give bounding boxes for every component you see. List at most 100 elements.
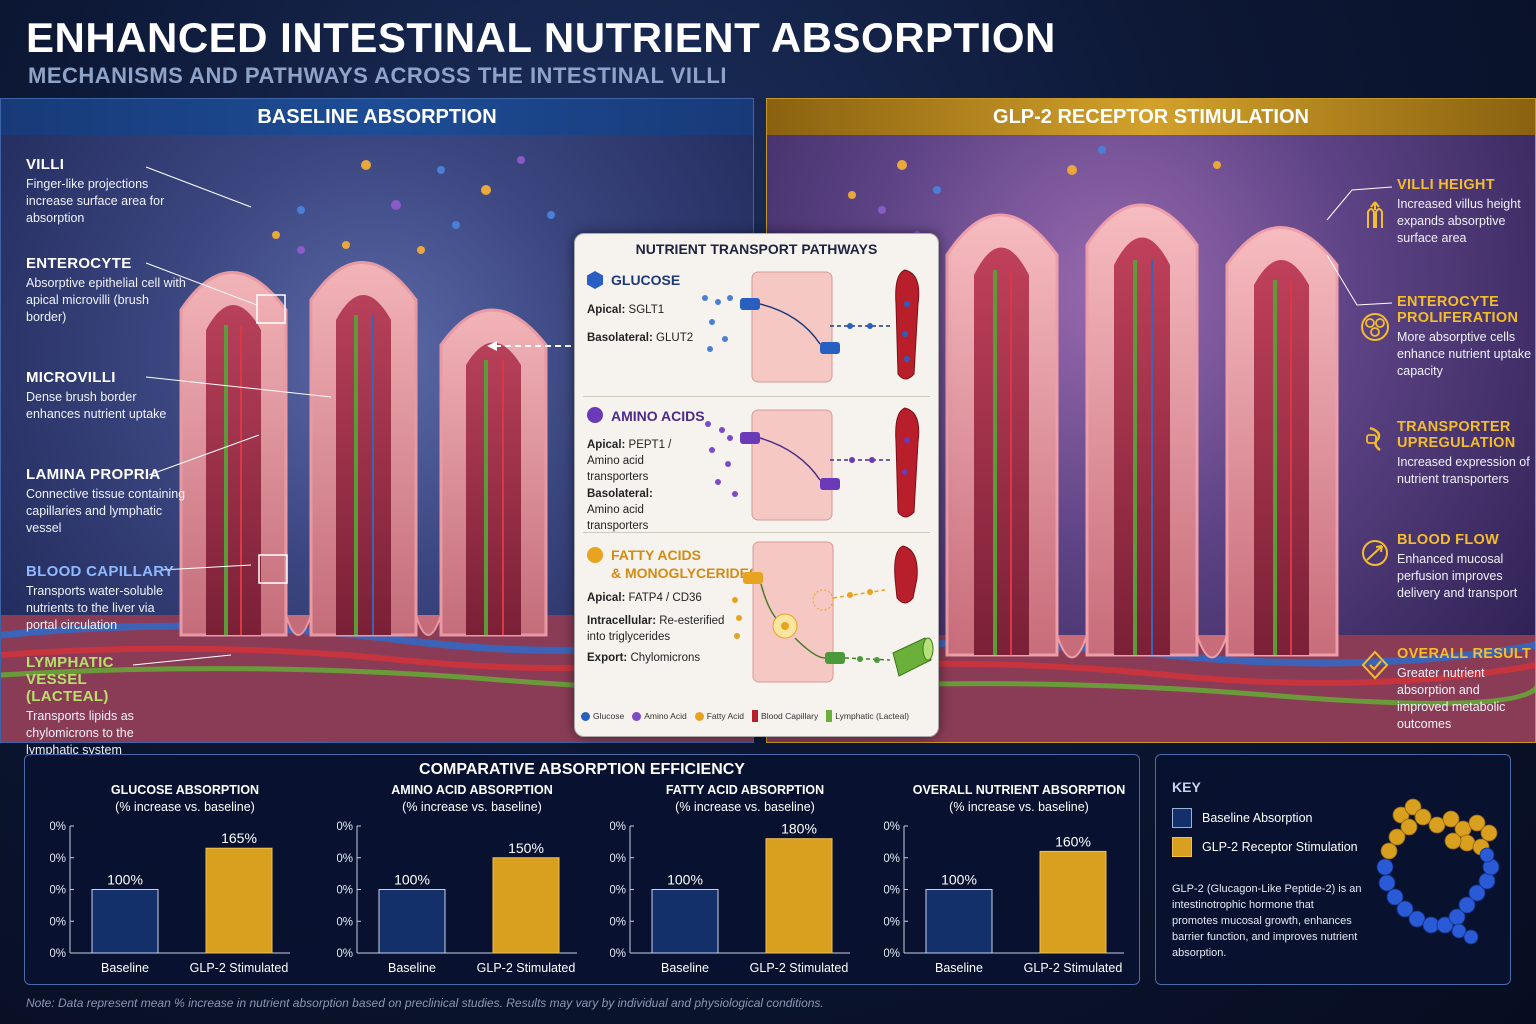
fatty-intra-value: Re-esterified into triglycerides <box>587 615 725 643</box>
fatty-title: FATTY ACIDS <box>611 547 701 563</box>
label-enterocyte-proliferation-desc: More absorptive cells enhance nutrient u… <box>1397 330 1532 378</box>
glucose-apical: Apical: SGLT1 <box>587 302 664 318</box>
x-category-label: Baseline <box>935 961 983 975</box>
y-tick-label: 50% <box>50 916 66 928</box>
villus-1 <box>179 271 288 637</box>
x-category-label: Baseline <box>101 961 149 975</box>
bar-value-label: 100% <box>107 872 143 888</box>
y-tick-label: 150% <box>884 853 900 865</box>
x-category-label: GLP-2 Stimulated <box>750 961 849 975</box>
y-tick-label: 100% <box>337 885 353 897</box>
amino-baso-value: Amino acid transporters <box>587 504 649 532</box>
bar-baseline <box>91 889 159 954</box>
label-lamina-propria-title: LAMINA PROPRIA <box>26 466 161 483</box>
label-villi-height-desc: Increased villus height expands absorpti… <box>1397 197 1521 245</box>
pathway-callout-arrow <box>487 341 575 351</box>
fatty-apical-value: FATP4 / CD36 <box>628 592 702 604</box>
label-transporter-upregulation-title: TRANSPORTER UPREGULATION <box>1397 419 1516 451</box>
villus-tall-2 <box>1085 203 1199 657</box>
amino-apical: Apical: PEPT1 / Amino acid transporters <box>587 437 677 485</box>
key-box: KEY Baseline Absorption GLP-2 Receptor S… <box>1155 754 1511 985</box>
chart-glucose: GLUCOSE ABSORPTION (% increase vs. basel… <box>50 780 320 980</box>
label-villi-desc: Finger-like projections increase surface… <box>26 177 165 225</box>
key-baseline: Baseline Absorption <box>1172 808 1313 828</box>
bar-baseline <box>651 889 719 954</box>
legend-lymphatic: Lymphatic (Lacteal) <box>826 710 909 722</box>
label-lymphatic-vessel-title: LYMPHATIC VESSEL (LACTEAL) <box>26 654 114 705</box>
baseline-panel-header: BASELINE ABSORPTION <box>1 99 753 135</box>
x-category-label: Baseline <box>388 961 436 975</box>
bar-value-label: 100% <box>394 872 430 888</box>
y-tick-label: 150% <box>610 853 626 865</box>
fatty-intracellular: Intracellular: Re-esterified into trigly… <box>587 613 727 645</box>
label-overall-result-title: OVERALL RESULT <box>1397 646 1532 662</box>
label-enterocyte-title: ENTEROCYTE <box>26 255 132 272</box>
label-microvilli-desc: Dense brush border enhances nutrient upt… <box>26 390 167 421</box>
chart-title: GLUCOSE ABSORPTION <box>110 783 260 797</box>
footnote: Note: Data represent mean % increase in … <box>26 996 824 1010</box>
chart-fatty-acid: FATTY ACID ABSORPTION (% increase vs. ba… <box>610 780 880 980</box>
key-baseline-label: Baseline Absorption <box>1202 811 1313 825</box>
y-tick-label: 200% <box>610 821 626 833</box>
y-tick-label: 0% <box>50 948 66 960</box>
glucose-baso-key: Basolateral: <box>587 332 653 344</box>
legend-amino-label: Amino Acid <box>644 711 687 721</box>
nutrient-transport-pathways-card: NUTRIENT TRANSPORT PATHWAYS GLUCOSE Apic… <box>574 233 939 737</box>
y-tick-label: 200% <box>884 821 900 833</box>
chart-title: FATTY ACID ABSORPTION <box>665 783 825 797</box>
label-villi-height: VILLI HEIGHT Increased villus height exp… <box>1397 177 1532 247</box>
label-enterocyte-proliferation-title: ENTEROCYTE PROLIFERATION <box>1397 294 1519 326</box>
y-tick-label: 150% <box>50 853 66 865</box>
label-microvilli: MICROVILLI Dense brush border enhances n… <box>26 369 186 423</box>
key-glp2: GLP-2 Receptor Stimulation <box>1172 837 1358 857</box>
villi-height-icon <box>1367 201 1383 228</box>
result-icon <box>1361 650 1389 680</box>
y-tick-label: 50% <box>337 916 353 928</box>
villus-tall-3 <box>1225 226 1339 657</box>
y-tick-label: 0% <box>884 948 900 960</box>
pathways-legend: Glucose Amino Acid Fatty Acid Blood Capi… <box>581 710 909 722</box>
label-blood-capillary-title: BLOOD CAPILLARY <box>26 563 175 580</box>
legend-glucose-label: Glucose <box>593 711 625 721</box>
glucose-apical-value: SGLT1 <box>628 304 665 316</box>
legend-fatty-label: Fatty Acid <box>706 711 745 721</box>
label-lamina-propria: LAMINA PROPRIA Connective tissue contain… <box>26 466 186 537</box>
chart-subtitle: (% increase vs. baseline) <box>675 800 815 814</box>
fatty-intra-key: Intracellular: <box>587 615 657 627</box>
chart-overall: OVERALL NUTRIENT ABSORPTION (% increase … <box>884 780 1154 980</box>
y-tick-label: 200% <box>50 821 66 833</box>
chart-title: OVERALL NUTRIENT ABSORPTION <box>912 783 1126 797</box>
x-category-label: GLP-2 Stimulated <box>1024 961 1123 975</box>
chart-subtitle: (% increase vs. baseline) <box>949 800 1089 814</box>
page-subtitle: MECHANISMS AND PATHWAYS ACROSS THE INTES… <box>28 63 727 88</box>
blood-flow-icon <box>1362 540 1388 566</box>
pathways-title: NUTRIENT TRANSPORT PATHWAYS <box>635 241 878 257</box>
label-blood-capillary: BLOOD CAPILLARY Transports water-soluble… <box>26 563 186 634</box>
label-microvilli-title: MICROVILLI <box>26 369 116 386</box>
y-tick-label: 100% <box>50 885 66 897</box>
label-blood-flow: BLOOD FLOW Enhanced mucosal perfusion im… <box>1397 532 1532 602</box>
x-category-label: Baseline <box>661 961 709 975</box>
label-villi: VILLI Finger-like projections increase s… <box>26 156 186 227</box>
label-enterocyte: ENTEROCYTE Absorptive epithelial cell wi… <box>26 255 186 326</box>
label-blood-flow-title: BLOOD FLOW <box>1397 532 1500 548</box>
y-tick-label: 0% <box>610 948 626 960</box>
x-category-label: GLP-2 Stimulated <box>190 961 289 975</box>
y-tick-label: 100% <box>884 885 900 897</box>
bar-value-label: 160% <box>1055 833 1091 849</box>
chart-subtitle: (% increase vs. baseline) <box>402 800 542 814</box>
label-transporter-upregulation: TRANSPORTER UPREGULATION Increased expre… <box>1397 419 1532 488</box>
glp2-description: GLP-2 (Glucagon-Like Peptide-2) is an in… <box>1172 883 1362 959</box>
glp2-swatch <box>1172 837 1192 857</box>
villus-2 <box>309 261 418 637</box>
fatty-acid-transport-diagram <box>732 541 934 683</box>
amino-basolateral: Basolateral: Amino acid transporters <box>587 486 677 534</box>
label-lymphatic-vessel-desc: Transports lipids as chylomicrons to the… <box>26 709 134 757</box>
glucose-basolateral: Basolateral: GLUT2 <box>587 330 693 346</box>
bar-value-label: 100% <box>667 872 703 888</box>
key-glp2-label: GLP-2 Receptor Stimulation <box>1202 840 1358 854</box>
chart-amino-acid: AMINO ACID ABSORPTION (% increase vs. ba… <box>337 780 607 980</box>
amino-baso-key: Basolateral: <box>587 488 653 500</box>
